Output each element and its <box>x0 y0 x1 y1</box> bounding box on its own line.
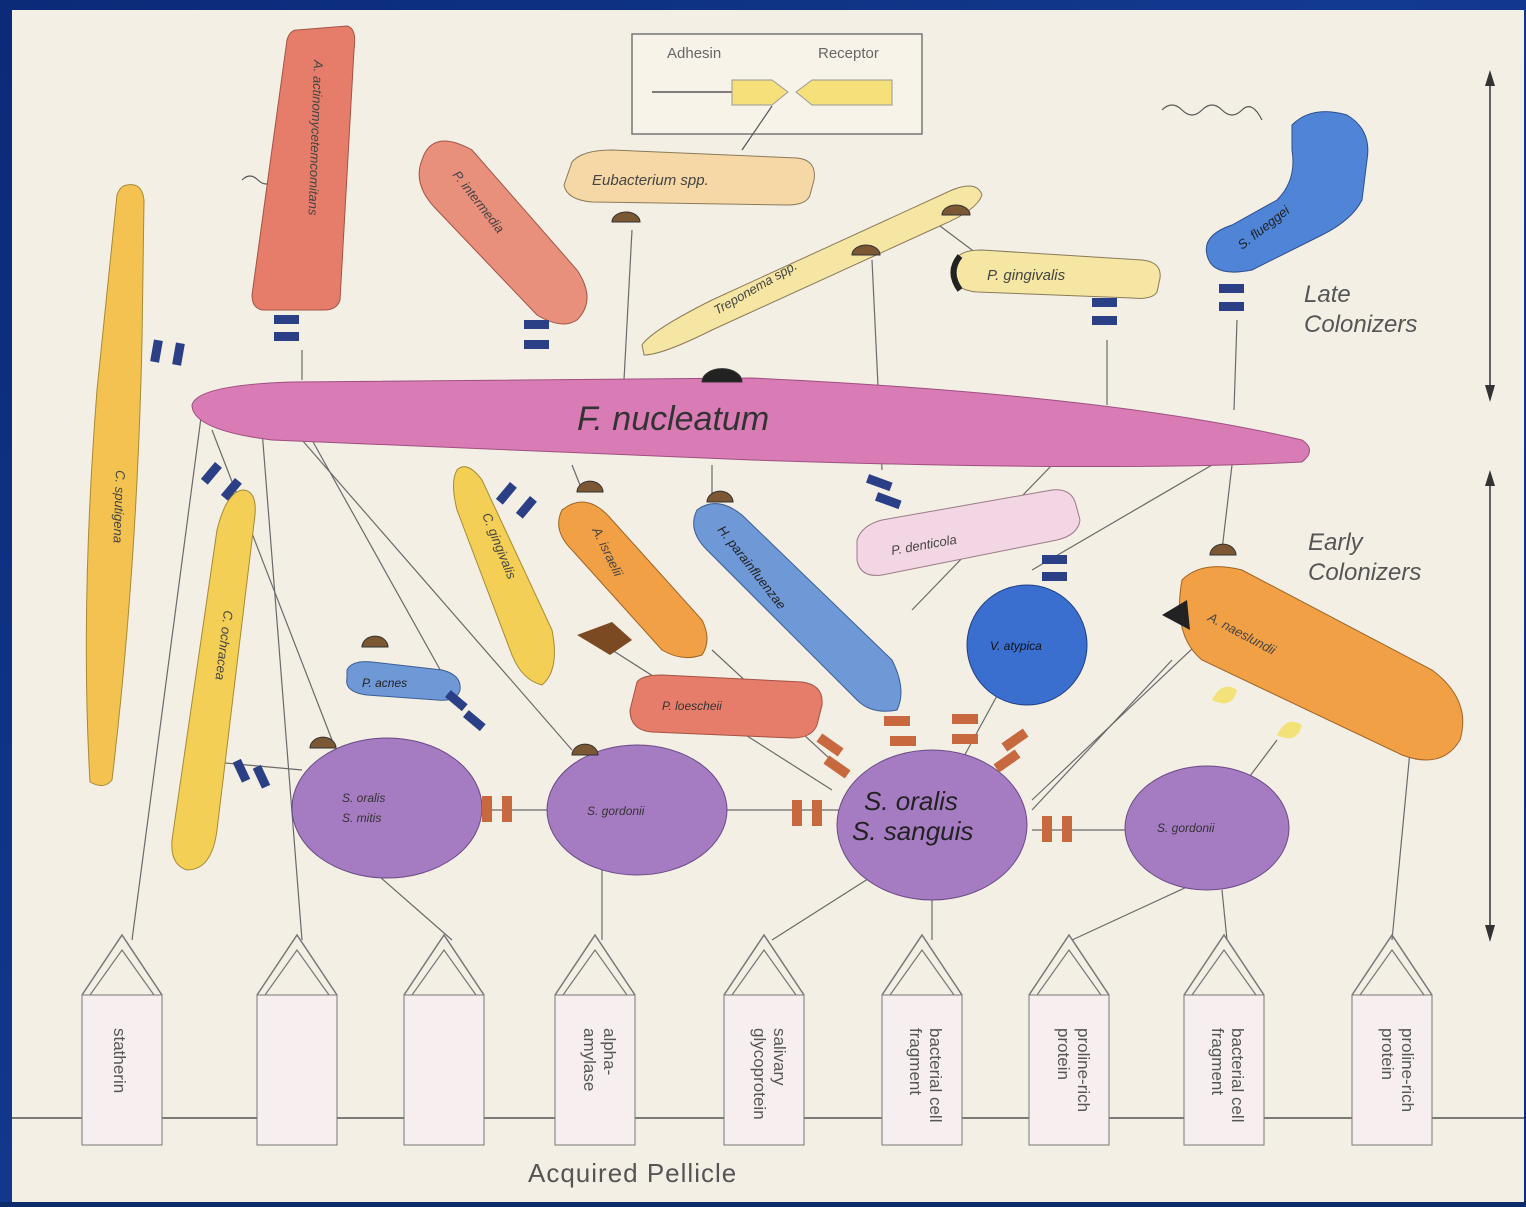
eubacterium-label: Eubacterium spp. <box>592 172 709 189</box>
p-gingivalis-label: P. gingivalis <box>987 267 1066 284</box>
legend-receptor-label: Receptor <box>818 45 879 62</box>
late-colonizers-label-1: Late <box>1304 281 1351 308</box>
p-gingivalis-cell: P. gingivalis <box>954 250 1161 298</box>
s-mitis-label: S. mitis <box>342 811 381 825</box>
receptor-2 <box>257 935 337 1145</box>
receptor-1: statherin <box>82 935 162 1145</box>
receptor-8-label-1: bacterial cell <box>1228 1028 1247 1123</box>
receptor-6: bacterial cell fragment <box>882 935 962 1145</box>
s-sanguis-label: S. sanguis <box>852 816 973 846</box>
a-naeslundii-cell: A. naeslundii <box>1162 567 1463 760</box>
c-sputigena-label: C. sputigena <box>110 470 128 543</box>
p-loescheii-cell: P. loescheii <box>630 675 822 738</box>
diagram-canvas: Adhesin Receptor Late Colonizers Early C… <box>12 10 1524 1202</box>
a-actinomycetemcomitans-cell: A. actinomycetemcomitans <box>252 26 355 310</box>
a-israelii-cell: A. israelii <box>559 502 707 658</box>
s-gordonii-cell-2: S. gordonii <box>1125 766 1289 890</box>
legend-adhesin-label: Adhesin <box>667 45 721 62</box>
receptor-shape-icon <box>796 80 892 105</box>
adhesin-receptor-legend: Adhesin Receptor <box>632 34 922 150</box>
receptor-row: statherin alpha- amylase <box>82 935 1432 1145</box>
s-gordonii-cell-1: S. gordonii <box>547 745 727 875</box>
receptor-8-label-2: fragment <box>1208 1028 1227 1095</box>
c-sputigena-cell: C. sputigena <box>86 185 144 786</box>
receptor-6-label-1: bacterial cell <box>926 1028 945 1123</box>
late-colonizers-label-2: Colonizers <box>1304 311 1417 338</box>
early-colonizers-label-2: Colonizers <box>1308 559 1421 586</box>
p-loescheii-label: P. loescheii <box>662 699 722 713</box>
receptor-7: proline-rich protein <box>1029 935 1109 1145</box>
receptor-7-label-1: proline-rich <box>1074 1028 1093 1112</box>
acquired-pellicle-label: Acquired Pellicle <box>528 1158 737 1188</box>
s-oralis-sanguis-cell: S. oralis S. sanguis <box>837 750 1027 900</box>
receptor-5: salivary glycoprotein <box>724 935 804 1145</box>
s-oralis-label-1: S. oralis <box>342 791 385 805</box>
v-atypica-cell: V. atypica <box>967 585 1087 705</box>
s-oralis-mitis-cell: S. oralis S. mitis <box>292 738 482 878</box>
s-gordonii-label-2: S. gordonii <box>1157 821 1215 835</box>
receptor-9-label-1: proline-rich <box>1398 1028 1417 1112</box>
zone-arrows <box>1485 70 1495 942</box>
receptor-3 <box>404 935 484 1145</box>
eubacterium-cell: Eubacterium spp. <box>564 150 814 205</box>
receptor-5-label-2: glycoprotein <box>750 1028 769 1120</box>
receptor-4: alpha- amylase <box>555 935 635 1145</box>
p-intermedia-cell: P. intermedia <box>419 141 587 324</box>
s-flueggei-cell: S. flueggei <box>1206 112 1368 272</box>
receptor-6-label-2: fragment <box>906 1028 925 1095</box>
f-nucleatum-cell: F. nucleatum <box>192 378 1310 467</box>
s-gordonii-label-1: S. gordonii <box>587 804 645 818</box>
receptor-9-label-2: protein <box>1378 1028 1397 1080</box>
receptor-7-label-2: protein <box>1054 1028 1073 1080</box>
early-colonizers-label-1: Early <box>1308 529 1365 556</box>
receptor-8: bacterial cell fragment <box>1184 935 1264 1145</box>
v-atypica-label: V. atypica <box>990 639 1042 653</box>
f-nucleatum-label: F. nucleatum <box>577 400 769 438</box>
s-oralis-label-2: S. oralis <box>864 786 958 816</box>
receptor-4-label-1: alpha- <box>600 1028 619 1075</box>
p-acnes-cell: P. acnes <box>347 662 461 701</box>
receptor-5-label-1: salivary <box>770 1028 789 1086</box>
receptor-1-label-1: statherin <box>110 1028 129 1093</box>
treponema-cell: Treponema spp. <box>642 186 982 355</box>
coaggregation-diagram: Adhesin Receptor Late Colonizers Early C… <box>12 10 1524 1202</box>
p-acnes-label: P. acnes <box>362 676 407 690</box>
receptor-9: proline-rich protein <box>1352 935 1432 1145</box>
receptor-4-label-2: amylase <box>580 1028 599 1091</box>
